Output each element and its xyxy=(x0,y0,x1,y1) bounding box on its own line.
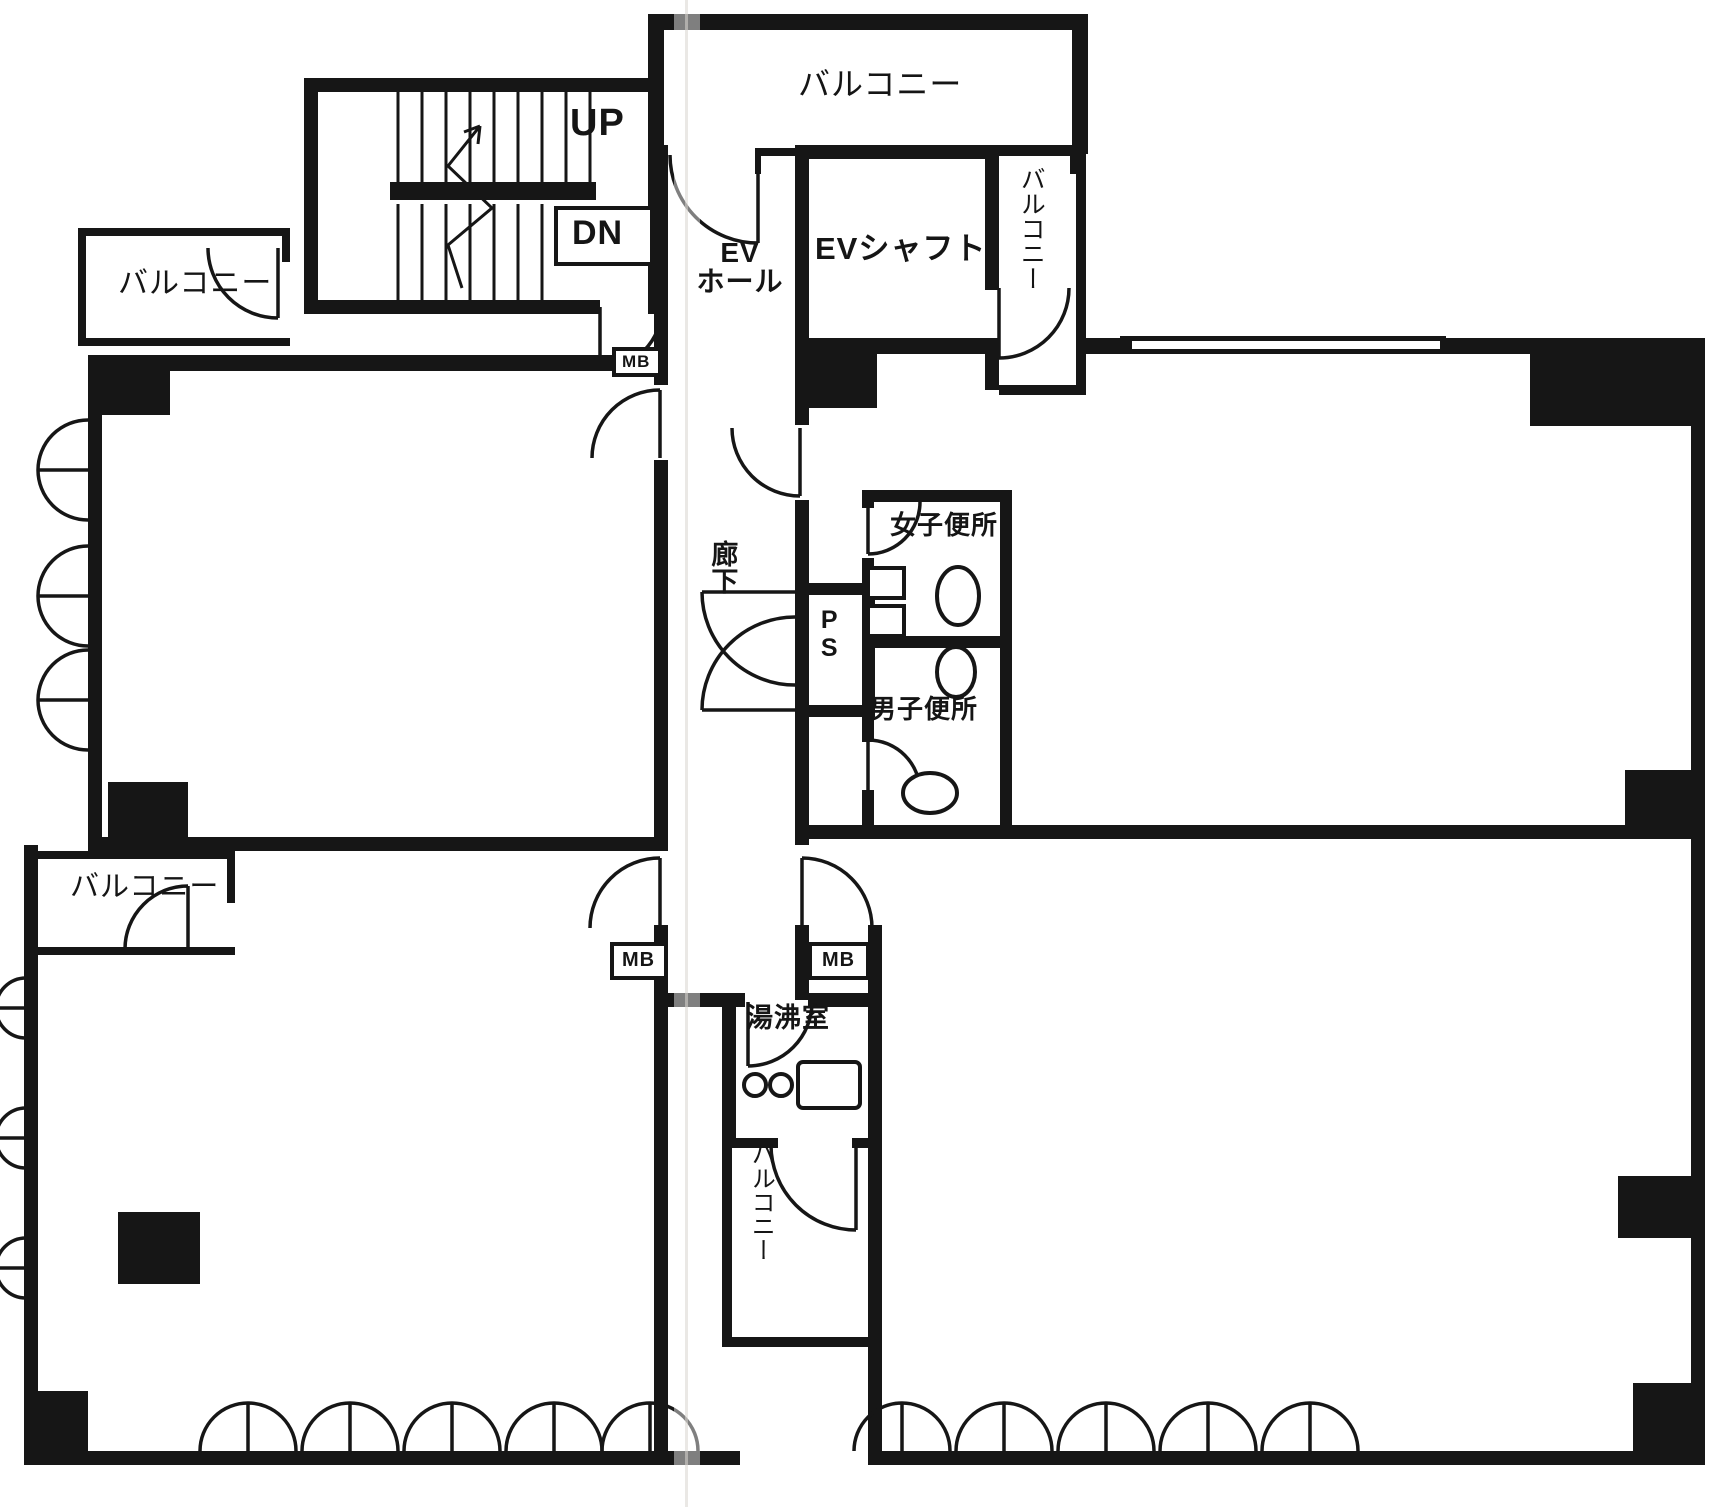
label-stairs-down: DN xyxy=(572,214,624,252)
label-mens-toilet: 男子便所 xyxy=(870,694,979,724)
label-ev-hall-line2: ホール xyxy=(696,266,784,298)
toilet-fixtures xyxy=(866,565,981,815)
dn-door-frame xyxy=(554,206,654,266)
burner-icon xyxy=(742,1072,768,1098)
label-meter-box-top: MB xyxy=(622,352,651,371)
label-balcony-top-center: バルコニー xyxy=(798,66,963,102)
walls xyxy=(24,14,1705,1465)
label-ev-hall-line1: EV xyxy=(720,237,760,268)
label-meter-box-left: MB xyxy=(622,949,656,971)
label-womens-toilet: 女子便所 xyxy=(890,510,999,540)
sink xyxy=(796,1060,862,1110)
scan-fold-artifact xyxy=(674,0,700,1507)
kitchenette-fixtures xyxy=(742,1060,862,1110)
burner-icon xyxy=(768,1072,794,1098)
label-corridor: 廊下 xyxy=(707,540,738,594)
staircase xyxy=(396,92,654,300)
label-balcony-mid-left: バルコニー xyxy=(70,871,220,903)
label-balcony-top-left: バルコニー xyxy=(118,267,273,300)
facade-window-swings xyxy=(0,418,1360,1452)
label-stairs-up: UP xyxy=(570,102,625,144)
door-arcs xyxy=(123,154,1071,1232)
meter-boxes xyxy=(610,347,870,980)
label-ev-shaft: EVシャフト xyxy=(815,231,987,266)
label-kitchenette: 湯沸室 xyxy=(746,1003,830,1033)
label-meter-box-right: MB xyxy=(822,949,856,971)
label-balcony-shaft-side: バルコニー xyxy=(1017,166,1046,291)
label-ev-hall: EV ホール xyxy=(690,238,790,297)
label-balcony-bottom: バルコニー xyxy=(747,1142,775,1262)
label-pipe-space: PS xyxy=(815,606,844,662)
